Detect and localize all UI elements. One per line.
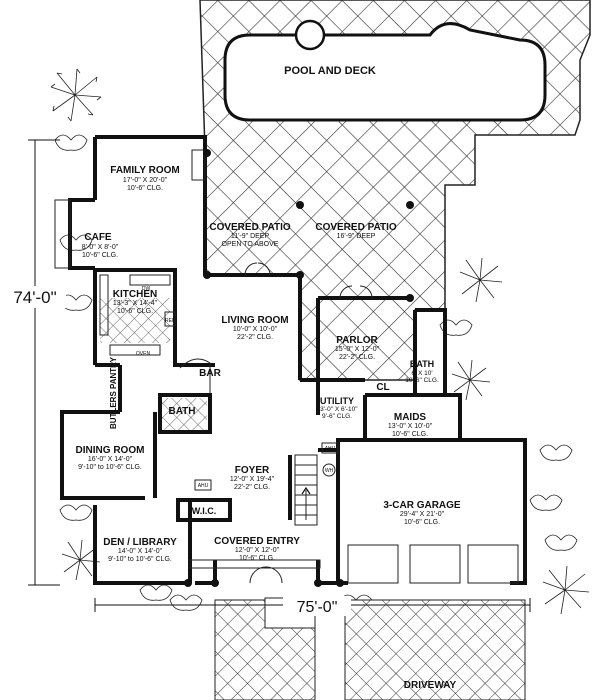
svg-text:COVERED PATIO: COVERED PATIO <box>209 222 291 233</box>
room-den: DEN / LIBRARY 14'-0" X 14'-0" 9'-10" to … <box>103 537 177 563</box>
svg-text:BATH: BATH <box>410 359 434 369</box>
pool-label: POOL AND DECK <box>284 65 376 77</box>
svg-text:10'-6" CLG.: 10'-6" CLG. <box>117 308 153 315</box>
svg-text:6' X 10': 6' X 10' <box>411 370 432 377</box>
room-labels: FAMILY ROOM 17'-0" X 20'-0" 10'-6" CLG. … <box>76 165 461 563</box>
svg-text:9'-10" to 10'-6" CLG.: 9'-10" to 10'-6" CLG. <box>78 464 142 471</box>
ahu-label-2: AHU <box>325 446 336 452</box>
svg-text:12'-0" X 19'-4": 12'-0" X 19'-4" <box>230 476 275 483</box>
svg-text:9'-10" to 10'-6" CLG.: 9'-10" to 10'-6" CLG. <box>108 556 172 563</box>
landscaping <box>50 68 590 615</box>
room-living: LIVING ROOM 10'-0" X 10'-0" 22'-2" CLG. <box>221 315 288 341</box>
ref-label: REF <box>165 318 175 324</box>
svg-text:BAR: BAR <box>199 368 221 379</box>
svg-text:10'-6" CLG.: 10'-6" CLG. <box>127 185 163 192</box>
room-utility: UTILITY 13'-0" X 6'-10" 9'-6" CLG. <box>316 396 358 420</box>
room-parlor: PARLOR 15'-0" X 12'-0" 22'-2" CLG. <box>335 335 380 361</box>
svg-text:22'-2" CLG.: 22'-2" CLG. <box>237 334 273 341</box>
ahu-label-1: AHU <box>198 483 209 489</box>
shrub-icon <box>54 134 578 611</box>
svg-text:13'-0" X 6'-10": 13'-0" X 6'-10" <box>316 406 358 413</box>
room-cafe: CAFE 8'-0" X 8'-0" 10'-6" CLG. <box>82 232 119 259</box>
oven-label: OVEN <box>136 351 151 357</box>
svg-text:11'-9" DEEP: 11'-9" DEEP <box>231 233 270 240</box>
svg-text:10'-6" CLG.: 10'-6" CLG. <box>405 377 439 384</box>
palm-tree-icon <box>61 539 101 581</box>
staircase <box>294 454 318 526</box>
front-paving: DRIVEWAY <box>214 597 526 700</box>
svg-text:13'-0" X 10'-0": 13'-0" X 10'-0" <box>388 423 433 430</box>
svg-text:8'-0" X 8'-0": 8'-0" X 8'-0" <box>82 244 119 251</box>
dimension-lines: 74'-0" 75'-0" <box>4 139 531 616</box>
column-icons <box>184 149 414 587</box>
tile-floors <box>100 298 207 430</box>
room-butlers-pantry: BUTLERS PANTRY <box>109 356 118 429</box>
room-bath-center: BATH <box>168 406 195 417</box>
svg-text:10'-6" CLG.: 10'-6" CLG. <box>239 555 275 562</box>
svg-text:FOYER: FOYER <box>235 465 270 476</box>
pool: POOL AND DECK <box>223 19 547 122</box>
svg-text:DEN / LIBRARY: DEN / LIBRARY <box>103 537 177 548</box>
svg-text:10'-6" CLG.: 10'-6" CLG. <box>392 431 428 438</box>
fixture-labels: OVEN REF AHU AHU WH DW <box>136 286 339 491</box>
svg-text:BATH: BATH <box>168 406 195 417</box>
svg-text:PARLOR: PARLOR <box>336 335 378 346</box>
svg-text:LIVING ROOM: LIVING ROOM <box>221 315 288 326</box>
svg-text:29'-4" X 21'-0": 29'-4" X 21'-0" <box>400 511 445 518</box>
svg-text:15'-0" X 12'-0": 15'-0" X 12'-0" <box>335 346 380 353</box>
svg-text:16'-9" DEEP: 16'-9" DEEP <box>337 233 376 240</box>
svg-text:14'-0" X 14'-0": 14'-0" X 14'-0" <box>118 548 163 555</box>
walls <box>60 135 527 585</box>
palm-tree-icon <box>542 565 590 615</box>
svg-text:10'-0" X 10'-0": 10'-0" X 10'-0" <box>233 326 278 333</box>
room-bar: BAR <box>199 368 221 379</box>
palm-tree-icon <box>459 257 503 303</box>
driveway-label: DRIVEWAY <box>404 680 457 691</box>
room-garage: 3-CAR GARAGE 29'-4" X 21'-0" 10'-6" CLG. <box>383 500 461 526</box>
svg-text:BUTLERS PANTRY: BUTLERS PANTRY <box>109 356 118 429</box>
svg-text:10'-6" CLG.: 10'-6" CLG. <box>82 252 118 259</box>
svg-text:MAIDS: MAIDS <box>394 412 427 423</box>
room-bath-right: BATH 6' X 10' 10'-6" CLG. <box>405 359 439 384</box>
svg-text:CAFE: CAFE <box>84 232 112 243</box>
room-cl: CL <box>376 382 389 393</box>
svg-text:9'-6" CLG.: 9'-6" CLG. <box>322 413 352 420</box>
dw-label: DW <box>142 286 151 292</box>
svg-text:DINING ROOM: DINING ROOM <box>76 445 145 456</box>
svg-text:13'-3" X 14'-4": 13'-3" X 14'-4" <box>113 300 158 307</box>
room-dining: DINING ROOM 16'-0" X 14'-0" 9'-10" to 10… <box>76 445 145 471</box>
svg-text:10'-6" CLG.: 10'-6" CLG. <box>404 519 440 526</box>
svg-text:22'-2" CLG.: 22'-2" CLG. <box>234 484 270 491</box>
room-covered-patio-2: COVERED PATIO 16'-9" DEEP <box>315 222 397 240</box>
svg-text:KITCHEN: KITCHEN <box>113 289 157 300</box>
svg-text:17'-0" X 20'-0": 17'-0" X 20'-0" <box>123 177 168 184</box>
room-wic: W.I.C. <box>192 506 217 516</box>
svg-text:OPEN TO ABOVE: OPEN TO ABOVE <box>222 241 279 248</box>
spa-icon <box>294 19 326 51</box>
interior-details <box>54 149 519 587</box>
wh-label: WH <box>325 468 334 474</box>
svg-text:W.I.C.: W.I.C. <box>192 506 217 516</box>
room-covered-patio-1: COVERED PATIO 11'-9" DEEP OPEN TO ABOVE <box>209 222 291 248</box>
overall-depth-label: 74'-0" <box>13 288 56 307</box>
svg-text:COVERED PATIO: COVERED PATIO <box>315 222 397 233</box>
svg-text:UTILITY: UTILITY <box>320 396 354 406</box>
palm-tree-icon <box>451 359 491 401</box>
svg-text:12'-0" X 12'-0": 12'-0" X 12'-0" <box>235 547 280 554</box>
room-maids: MAIDS 13'-0" X 10'-0" 10'-6" CLG. <box>388 412 433 438</box>
room-family: FAMILY ROOM 17'-0" X 20'-0" 10'-6" CLG. <box>110 165 179 192</box>
svg-text:3-CAR GARAGE: 3-CAR GARAGE <box>383 500 461 511</box>
room-foyer: FOYER 12'-0" X 19'-4" 22'-2" CLG. <box>230 465 275 491</box>
room-covered-entry: COVERED ENTRY 12'-0" X 12'-0" 10'-6" CLG… <box>214 536 300 562</box>
svg-text:FAMILY ROOM: FAMILY ROOM <box>110 165 179 176</box>
svg-text:22'-2" CLG.: 22'-2" CLG. <box>339 354 375 361</box>
overall-width-label: 75'-0" <box>297 599 338 616</box>
room-kitchen: KITCHEN 13'-3" X 14'-4" 10'-6" CLG. <box>113 289 158 315</box>
palm-tree-icon <box>50 68 102 122</box>
svg-text:COVERED ENTRY: COVERED ENTRY <box>214 536 300 547</box>
svg-text:16'-0" X 14'-0": 16'-0" X 14'-0" <box>88 456 133 463</box>
svg-text:CL: CL <box>376 382 389 393</box>
